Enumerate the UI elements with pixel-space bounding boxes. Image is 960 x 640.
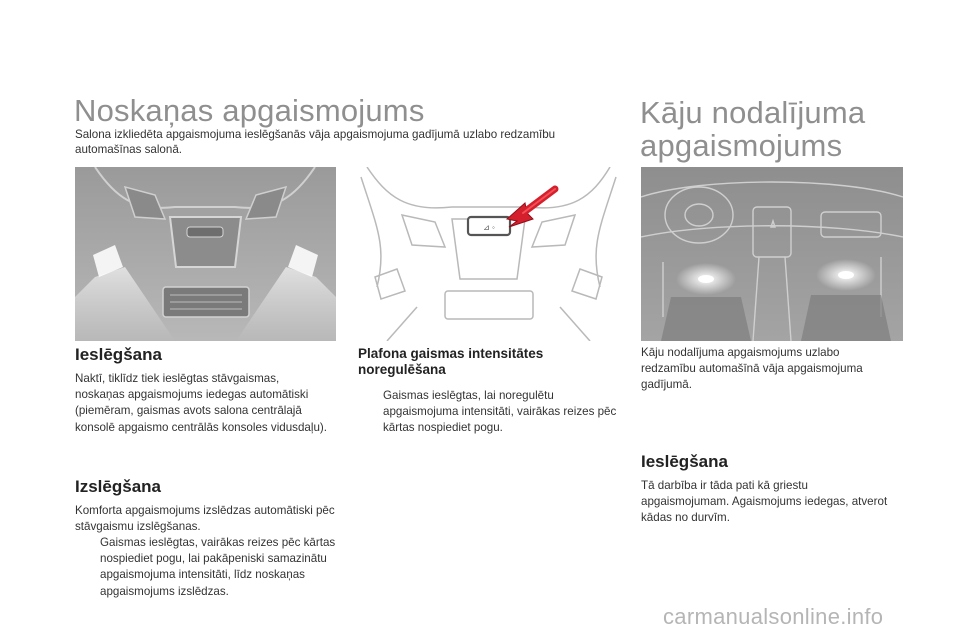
ambient-lighting-photo [75,167,336,341]
dimmer-button-photo: ⊿ ◦ [357,167,620,341]
page-title-footwell-lighting: Kāju nodalījuma apgaismojums [640,95,866,163]
footwell-lighting-photo [641,167,903,341]
console-illustration-dark [75,167,336,341]
switch-off-text: Komforta apgaismojums izslēdzas automāti… [75,504,335,534]
page-title-ambient-lighting: Noskaņas apgaismojums [74,93,425,128]
switch-off-heading: Izslēgšana [75,477,161,496]
footwell-switch-on-heading: Ieslēgšana [641,452,728,471]
dimmer-heading: Plafona gaismas intensitātes noregulēšan… [358,346,544,377]
switch-off-bullet-text: Gaismas ieslēgtas, vairākas reizes pēc k… [100,536,336,598]
footwell-intro: Kāju nodalījuma apgaismojums uzlabo redz… [641,346,863,392]
footwell-switch-on-text: Tā darbība ir tāda pati kā griestu apgai… [641,479,888,525]
console-line-drawing: ⊿ ◦ [360,167,617,341]
svg-text:⊿ ◦: ⊿ ◦ [483,223,495,232]
watermark: carmanualsonline.info [663,604,884,629]
switch-on-heading: Ieslēgšana [75,345,162,364]
dimmer-bullet-text: Gaismas ieslēgtas, lai noregulētu apgais… [383,389,617,435]
switch-on-text: Naktī, tiklīdz tiek ieslēgtas stāvgaisma… [75,372,327,434]
dimmer-bullet: Gaismas ieslēgtas, lai noregulētu apgais… [358,388,620,437]
footwell-illustration-dark [641,167,903,341]
switch-off-bullet: Gaismas ieslēgtas, vairākas reizes pēc k… [75,535,340,600]
ambient-lighting-intro: Salona izkliedēta apgaismojuma ieslēgšan… [75,128,556,156]
